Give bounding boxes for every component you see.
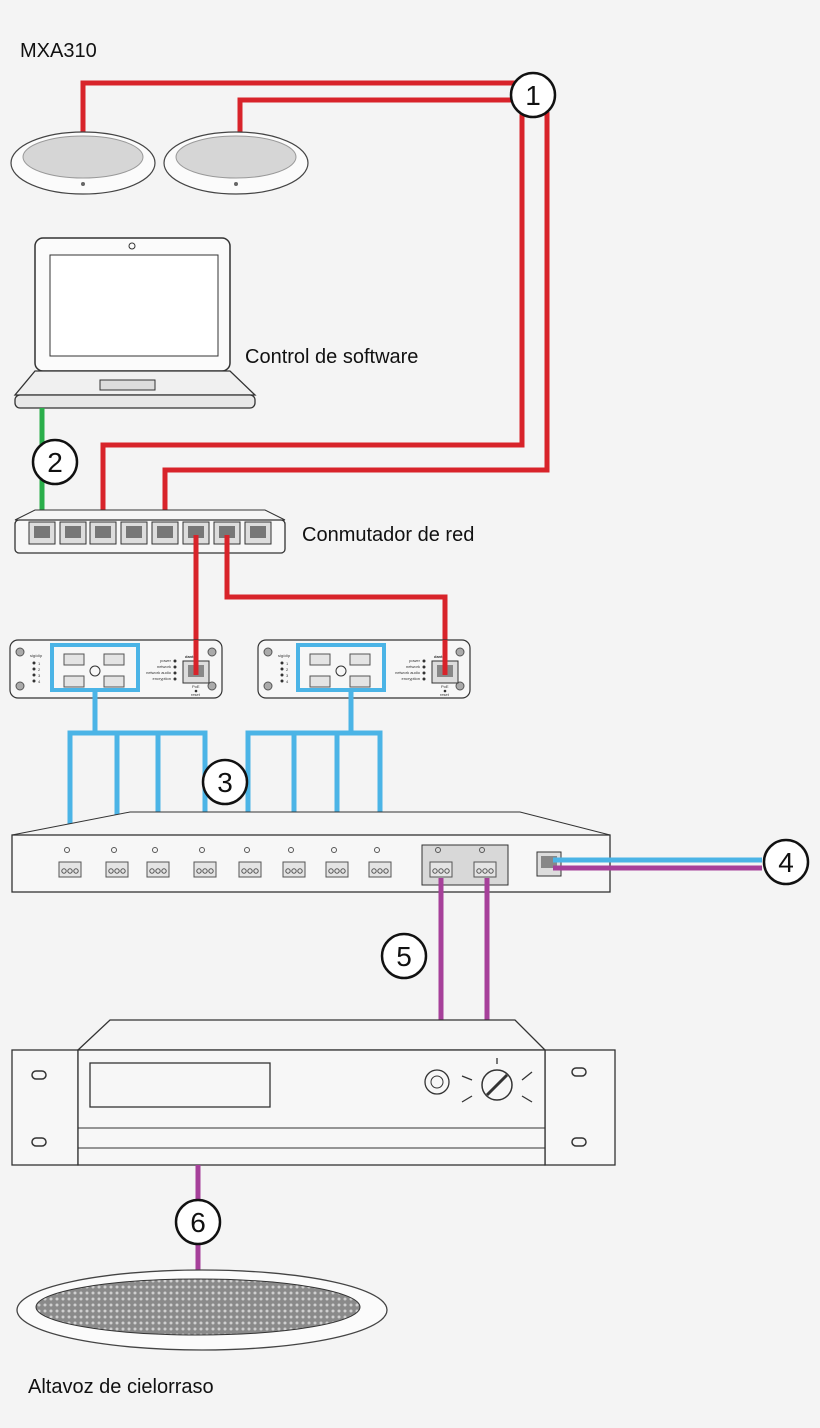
terminal-connector xyxy=(193,847,217,878)
ceiling-microphone-1 xyxy=(10,131,156,195)
reset-button[interactable] xyxy=(194,689,198,693)
svg-text:3: 3 xyxy=(217,767,233,798)
channel-label: 4 xyxy=(286,679,289,684)
ceiling-speaker xyxy=(16,1269,388,1351)
terminal-connector xyxy=(429,847,453,878)
laptop xyxy=(13,237,257,409)
terminal-connector xyxy=(473,847,497,878)
laptop-label: Control de software xyxy=(245,346,418,368)
ceiling-microphone-2 xyxy=(163,131,309,195)
interface-cable-2 xyxy=(224,535,448,668)
mic-cables xyxy=(80,80,550,530)
callout-1: 1 xyxy=(509,71,557,119)
channel-label: 2 xyxy=(286,667,289,672)
amplifier xyxy=(11,1019,616,1166)
led-label: network xyxy=(406,664,420,669)
svg-text:5: 5 xyxy=(396,941,412,972)
callout-5: 5 xyxy=(380,932,428,980)
switch-label: Conmutador de red xyxy=(302,524,474,546)
switch-port xyxy=(28,521,56,545)
mic-label: MXA310 xyxy=(20,40,97,62)
channel-label: 1 xyxy=(38,661,41,666)
led-label: encryption xyxy=(402,676,420,681)
led-label: power xyxy=(409,658,421,663)
reset-label: reset xyxy=(440,692,450,697)
channel-label: 3 xyxy=(286,673,289,678)
terminal-connector xyxy=(368,847,392,878)
svg-text:6: 6 xyxy=(190,1207,206,1238)
channel-label: 1 xyxy=(286,661,289,666)
poe-label: PoE xyxy=(192,684,200,689)
channel-label: 4 xyxy=(38,679,41,684)
poe-label: PoE xyxy=(441,684,449,689)
switch-port xyxy=(213,521,241,545)
svg-text:4: 4 xyxy=(778,847,794,878)
sig-clip-label: sig/clip xyxy=(278,653,291,658)
svg-text:2: 2 xyxy=(47,447,63,478)
terminal-connector xyxy=(238,847,262,878)
terminal-connector xyxy=(58,847,82,878)
callout-6: 6 xyxy=(174,1198,222,1246)
svg-text:1: 1 xyxy=(525,80,541,111)
terminal-connector xyxy=(282,847,306,878)
callout-2: 2 xyxy=(31,438,79,486)
switch-port xyxy=(89,521,117,545)
network-switch xyxy=(14,509,286,554)
led-label: network audio xyxy=(146,670,172,675)
channel-label: 2 xyxy=(38,667,41,672)
reset-button[interactable] xyxy=(443,689,447,693)
dante-logo: dante xyxy=(185,654,196,659)
led-label: network audio xyxy=(395,670,421,675)
terminal-connector xyxy=(105,847,129,878)
switch-port xyxy=(151,521,179,545)
channel-label: 3 xyxy=(38,673,41,678)
terminal-connector xyxy=(146,847,170,878)
callout-3: 3 xyxy=(201,758,249,806)
sig-clip-label: sig/clip xyxy=(30,653,43,658)
led-label: network xyxy=(157,664,171,669)
terminal-connector xyxy=(325,847,349,878)
reset-label: reset xyxy=(191,692,201,697)
led-label: encryption xyxy=(153,676,171,681)
switch-port xyxy=(59,521,87,545)
led-label: power xyxy=(160,658,172,663)
switch-port xyxy=(244,521,272,545)
dante-logo: dante xyxy=(434,654,445,659)
audio-processor xyxy=(11,811,611,893)
callout-4: 4 xyxy=(762,838,810,886)
speaker-label: Altavoz de cielorraso xyxy=(28,1376,214,1398)
switch-port xyxy=(120,521,148,545)
